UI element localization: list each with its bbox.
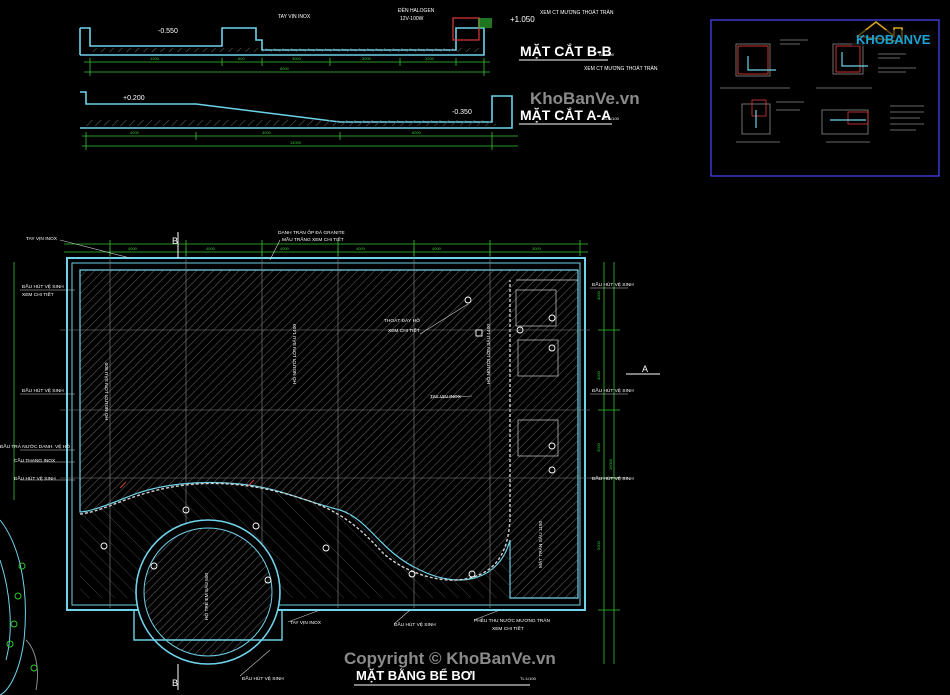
section-mark-a-label: A [642,364,648,374]
svg-text:600: 600 [238,56,245,61]
svg-text:8000: 8000 [280,66,290,71]
label-see-detail: XEM CHI TIẾT [22,291,54,298]
label-suction-r2: ĐẦU HÚT VỆ SINH [592,386,634,394]
section-bb-detail-marker [452,17,480,41]
section-mark-a: A [626,364,660,375]
pool-curve-edge [79,280,511,581]
plan-scale: TL:1/100 [520,676,537,681]
label-floor-drain: THOÁT ĐÁY HỒ [384,317,420,324]
label-depth-2: HỒ NGƯỜI LỚN SÂU 1400 [291,324,298,384]
kids-pool [135,519,281,665]
detail-thumbnail: KHOBANVE [710,19,940,177]
plan-dimensions-right [598,262,620,664]
khobanve-logo: KHOBANVE [852,20,934,47]
label-funnel-detail: XEM CHI TIẾT [492,625,524,632]
svg-text:3000: 3000 [532,246,542,251]
svg-text:3000: 3000 [362,56,372,61]
svg-text:6000: 6000 [412,130,422,135]
svg-text:14000: 14000 [290,140,302,145]
svg-text:4000: 4000 [130,130,140,135]
section-aa-scale: TL:1/100 [603,116,620,121]
section-bb-hatch [90,48,480,52]
label-depth-4: MẶT TRÀN SÂU 1150 [537,520,544,568]
label-suction-r1: ĐẦU HÚT VỆ SINH [592,280,634,288]
section-bb-title: MẶT CẮT B-B [520,42,612,59]
label-floor-drain-detail: XEM CHI TIẾT [388,327,420,334]
label-suction-2: ĐẦU HÚT VỆ SINH [22,386,64,394]
svg-text:16000: 16000 [608,458,613,470]
section-mark-b-bottom-label: B [172,678,178,688]
section-bb-scale: TL:1/100 [598,52,615,57]
svg-text:4000: 4000 [432,246,442,251]
plan-right-zone [515,279,578,457]
section-mark-b-top: B [172,232,179,258]
svg-text:5000: 5000 [596,540,601,550]
section-aa-title: MẶT CẮT A-A [520,106,611,123]
section-bb: 1200 600 3000 3000 1200 8000 -0.550 +1.050 T… [79,7,615,76]
section-bb-level-right: +1.050 [510,15,535,24]
label-depth-1: HỒ NGƯỜI LỚN SÂU 900 [103,362,110,420]
svg-text:3000: 3000 [596,442,601,452]
watermark-brand: KhoBanVe.vn [530,89,640,108]
label-suction-r3: ĐẦU HÚT VỆ SINH [592,474,634,482]
svg-text:4000: 4000 [356,246,366,251]
label-suction-bottom: ĐẦU HÚT VỆ SINH [394,620,436,628]
svg-text:1200: 1200 [150,56,160,61]
plan-leaders [20,239,628,677]
section-aa: 4000 4000 6000 14000 +0.200 -0.350 XEM CT … [80,65,658,150]
svg-text:4000: 4000 [596,370,601,380]
plan-dimensions-top [64,240,588,256]
section-aa-level-right: -0.350 [452,109,472,116]
label-funnel: PHỄU THU NƯỚC MƯƠNG TRÀN [474,617,550,624]
label-rail-bottom: TAY VỊN INOX [290,620,322,626]
svg-text:4000: 4000 [280,246,290,251]
section-bb-light-spec: 12V-100W [400,16,424,22]
label-suction-bottom2: ĐẦU HÚT VỆ SINH [242,674,284,682]
svg-text:4000: 4000 [128,246,138,251]
left-partial-drawing [0,519,39,695]
svg-text:4000: 4000 [596,290,601,300]
svg-text:4000: 4000 [206,246,216,251]
label-ladder: CẦU THANG INOX [14,457,56,464]
label-depth-3: HỒ NGƯỜI LỚN SÂU 1400 [485,324,492,384]
khobanve-logo-text: KHOBANVE [856,32,931,47]
section-aa-level-left: +0.200 [123,95,145,102]
label-depth-kid: HỒ TRẺ EM SÂU 500 [203,573,210,620]
section-bb-rail-label: TAY VỊN INOX [278,14,311,20]
label-granite: DANH TRÁN ỐP ĐÁ GRANITE [278,229,345,236]
section-mark-b-top-label: B [172,236,178,246]
svg-text:3000: 3000 [292,56,302,61]
svg-text:1200: 1200 [425,56,435,61]
section-aa-dimensions [82,132,518,150]
plan-fixtures [100,296,556,584]
section-bb-drain-label: XEM CT MƯƠNG THOÁT TRÀN [540,9,614,16]
label-granite-detail: MẦU TRẮNG XEM CHI TIẾT [282,235,344,243]
section-aa-drain-label: XEM CT MƯƠNG THOÁT TRÀN [584,65,658,72]
watermark-copyright: Copyright © KhoBanVe.vn [344,649,556,668]
plan-title: MẶT BẰNG BỂ BƠI [356,668,475,683]
section-mark-b-bottom: B [172,664,179,690]
section-bb-light-label: ĐÈN HALOGEN [398,7,435,14]
label-rail-top: TAY VỊN INOX [26,236,58,242]
label-suction-1: ĐẦU HÚT VỆ SINH [22,282,64,290]
section-bb-fixture-icon [478,18,492,28]
pool-plan: 4000 4000 4000 4000 4000 3000 4000 4000 3000… [0,229,660,690]
section-bb-dimensions [84,58,490,76]
label-overflow: ĐẦU TRẢ NƯỚC DANH. VỆ HỒ [0,442,70,450]
label-suction-3: ĐẦU HÚT VỆ SINH [14,474,56,482]
svg-text:4000: 4000 [262,130,272,135]
plan-outer-wall [66,257,586,611]
section-bb-level-left: -0.550 [158,28,178,35]
label-rail-mid: TAY VỊN INOX [430,394,462,400]
section-aa-hatch [86,120,496,126]
